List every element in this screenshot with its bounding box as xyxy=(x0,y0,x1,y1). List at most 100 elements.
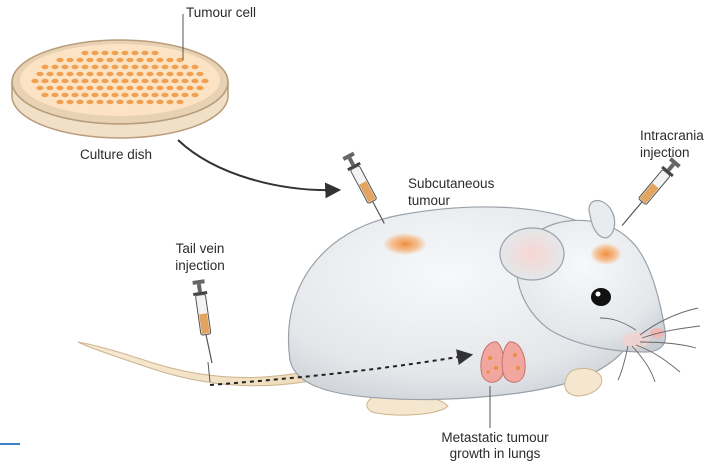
tumour-cell-dot xyxy=(181,93,188,97)
tumour-cell-label: Tumour cell xyxy=(186,5,256,21)
tumour-cell-dot xyxy=(106,58,113,62)
tumour-cell-dot xyxy=(71,79,78,83)
tumour-cell-dot xyxy=(116,86,123,90)
tumour-cell-dot xyxy=(176,72,183,76)
intracranial-tumour-spot xyxy=(590,243,622,265)
tumour-cell-dot xyxy=(101,79,108,83)
tumour-cell-dot xyxy=(126,100,133,104)
tumour-cell-dot xyxy=(136,72,143,76)
tumour-cell-dot xyxy=(66,58,73,62)
tumour-cell-dot xyxy=(156,58,163,62)
tumour-cell-dot xyxy=(31,79,38,83)
tumour-cell-dot xyxy=(201,79,208,83)
tumour-cell-dot xyxy=(61,65,68,69)
tumour-cell-dot xyxy=(151,79,158,83)
syringe-icon xyxy=(341,151,390,226)
tumour-cell-dot xyxy=(41,79,48,83)
tumour-cell-dot xyxy=(36,86,43,90)
tumour-cell-dot xyxy=(171,65,178,69)
accent-divider xyxy=(0,443,20,445)
tumour-cell-dot xyxy=(131,65,138,69)
arrow-icon xyxy=(178,140,338,190)
culture-dish xyxy=(12,40,228,138)
tumour-cell-dot xyxy=(51,93,58,97)
tumour-cell-dot xyxy=(141,93,148,97)
tumour-cell-dot xyxy=(141,51,148,55)
tumour-cell-dot xyxy=(191,79,198,83)
tumour-cell-dot xyxy=(126,86,133,90)
tumour-cell-dot xyxy=(166,86,173,90)
mouse-front-paw xyxy=(565,368,602,396)
tumour-cell-dot xyxy=(191,93,198,97)
tumour-cell-dot xyxy=(166,58,173,62)
tumour-cell-dot xyxy=(141,79,148,83)
tumour-cell-dot xyxy=(166,100,173,104)
mouse-ear-left xyxy=(500,228,564,280)
tumour-cell-dot xyxy=(116,72,123,76)
tumour-cell-dot xyxy=(121,79,128,83)
intracranial-label-2: injection xyxy=(640,145,690,161)
tumour-cell-dot xyxy=(176,86,183,90)
tumour-cell-dot xyxy=(56,72,63,76)
tumour-cell-dot xyxy=(141,65,148,69)
tumour-cell-dot xyxy=(86,58,93,62)
tumour-cell-dot xyxy=(181,65,188,69)
tumour-cell-dot xyxy=(186,86,193,90)
tumour-cell-dot xyxy=(41,93,48,97)
tumour-cell-dot xyxy=(106,100,113,104)
tumour-cell-dot xyxy=(126,58,133,62)
tumour-cell-dot xyxy=(76,72,83,76)
culture-dish-label: Culture dish xyxy=(80,147,152,163)
syringe-icon xyxy=(617,157,682,230)
tumour-cell-dot xyxy=(61,93,68,97)
tumour-cell-dot xyxy=(81,65,88,69)
tumour-cell-dot xyxy=(121,93,128,97)
tumour-cell-dot xyxy=(41,65,48,69)
tumour-cell-dot xyxy=(161,65,168,69)
tumour-cell-dot xyxy=(91,93,98,97)
tumour-cell-dot xyxy=(101,51,108,55)
tumour-cell-dot xyxy=(66,86,73,90)
tumour-cell-dot xyxy=(111,79,118,83)
tail-vein-label-1: Tail vein xyxy=(160,241,240,257)
tumour-cell-dot xyxy=(121,51,128,55)
tumour-cell-dot xyxy=(191,65,198,69)
subcutaneous-label-2: tumour xyxy=(408,193,450,209)
tumour-cell-dot xyxy=(86,100,93,104)
tumour-cell-dot xyxy=(51,79,58,83)
tumour-cell-dot xyxy=(81,51,88,55)
mouse-eye xyxy=(591,288,611,306)
tumour-cell-dot xyxy=(146,72,153,76)
tumour-cell-dot xyxy=(161,93,168,97)
intracranial-label-1: Intracrania xyxy=(640,128,704,144)
tumour-cell-dot xyxy=(111,51,118,55)
tumour-cell-dot xyxy=(61,79,68,83)
tumour-cell-dot xyxy=(71,93,78,97)
tumour-cell-dot xyxy=(146,86,153,90)
tumour-cell-dot xyxy=(186,72,193,76)
tumour-cell-dot xyxy=(171,93,178,97)
metastatic-label-2: growth in lungs xyxy=(420,446,570,462)
tumour-cell-dot xyxy=(46,72,53,76)
tumour-cell-dot xyxy=(116,100,123,104)
tumour-cell-dot xyxy=(76,86,83,90)
tumour-cell-dot xyxy=(111,65,118,69)
tumour-cell-dot xyxy=(111,93,118,97)
tumour-cell-dot xyxy=(76,100,83,104)
tumour-cell-dot xyxy=(181,79,188,83)
tumour-cell-dot xyxy=(151,51,158,55)
tumour-cell-dot xyxy=(91,65,98,69)
tumour-cell-dot xyxy=(161,79,168,83)
tumour-cell-dot xyxy=(71,65,78,69)
tumour-cell-dot xyxy=(131,93,138,97)
tumour-cell-dot xyxy=(106,86,113,90)
tumour-cell-dot xyxy=(131,79,138,83)
tumour-cell-dot xyxy=(176,100,183,104)
tumour-cell-dot xyxy=(96,58,103,62)
tumour-cell-dot xyxy=(56,58,63,62)
tumour-cell-dot xyxy=(146,58,153,62)
tumour-cell-dot xyxy=(66,72,73,76)
tumour-cell-dot xyxy=(81,93,88,97)
